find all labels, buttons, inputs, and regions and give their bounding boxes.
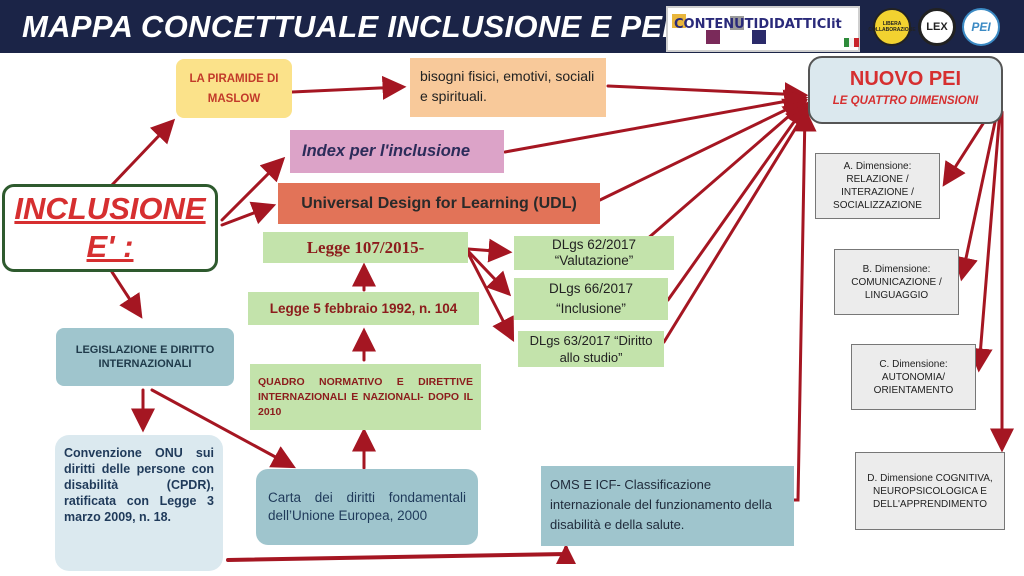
- convenzione-onu-box: Convenzione ONU sui diritti delle person…: [55, 435, 223, 571]
- legge-104-box: Legge 5 febbraio 1992, n. 104: [248, 292, 479, 325]
- legislazione-box: LEGISLAZIONE E DIRITTO INTERNAZIONALI: [56, 328, 234, 386]
- logo-square-purple: [706, 30, 720, 44]
- arrow-legge107-dlgs66: [466, 249, 512, 297]
- arrow-oms-pei: [784, 107, 817, 502]
- carta-diritti-box: Carta dei diritti fondamentali dell’Unio…: [256, 469, 478, 545]
- dlgs-63-box: DLgs 63/2017 “Diritto allo studio”: [518, 331, 664, 367]
- contenuti-didattici-logo: CONTENUTIDIDATTICIit: [666, 6, 860, 52]
- pei-subtitle: LE QUATTRO DIMENSIONI: [832, 95, 979, 107]
- logo-text: CONTENUTIDIDATTICIit: [674, 17, 842, 32]
- arrow-inclusione-legislazione: [110, 270, 143, 319]
- bisogni-box: bisogni fisici, emotivi, sociali e spiri…: [410, 58, 606, 117]
- arrow-pei-dimB: [954, 106, 1000, 282]
- arrow-legge107-dlgs62: [466, 238, 513, 263]
- dimension-d-box: D. Dimensione COGNITIVA, NEUROPSICOLOGIC…: [855, 452, 1005, 530]
- oms-icf-box: OMS E ICF- Classificazione internazional…: [541, 466, 794, 546]
- dimension-c-box: C. Dimensione: AUTONOMIA/ ORIENTAMENTO: [851, 344, 976, 410]
- dlgs-66-box: DLgs 66/2017 “Inclusione”: [514, 278, 668, 320]
- libera-collaborazione-badge: LIBERA COLLABORAZIONE: [868, 8, 916, 46]
- quadro-normativo-box: QUADRO NORMATIVO E DIRETTIVE INTERNAZION…: [250, 364, 481, 430]
- arrow-inclusione-udl: [220, 201, 277, 227]
- logo-square-navy: [752, 30, 766, 44]
- arrow-pei-dimC: [968, 108, 1002, 373]
- arrow-dlgs62-pei: [644, 100, 808, 242]
- inclusione-box: INCLUSIONE E' :: [2, 184, 218, 272]
- arrow-dlgs63-pei: [662, 104, 811, 344]
- dimension-b-box: B. Dimensione: COMUNICAZIONE / LINGUAGGI…: [834, 249, 959, 315]
- pei-title: NUOVO PEI: [849, 68, 962, 90]
- lex-badge: LEX: [918, 8, 956, 46]
- arrow-index-pei: [503, 89, 809, 154]
- flag-green: [844, 38, 849, 47]
- dimension-a-box: A. Dimensione: RELAZIONE / INTERAZIONE /…: [815, 153, 940, 219]
- index-inclusione-box: Index per l'inclusione: [290, 130, 504, 173]
- arrow-udl-pei: [598, 98, 809, 202]
- legge-107-box: Legge 107/2015-: [263, 232, 468, 263]
- arrow-inclusione-index: [220, 156, 286, 222]
- pei-badge: PEI: [962, 8, 1000, 46]
- dlgs-62-box: DLgs 62/2017 “Valutazione”: [514, 236, 674, 270]
- arrow-legge107-dlgs63: [466, 251, 515, 342]
- nuovo-pei-box: NUOVO PEI LE QUATTRO DIMENSIONI: [808, 56, 1003, 124]
- flag-red: [854, 38, 859, 47]
- maslow-box: LA PIRAMIDE DI MASLOW: [176, 59, 292, 118]
- udl-box: Universal Design for Learning (UDL): [278, 183, 600, 224]
- arrow-convenzione-oms: [226, 544, 576, 564]
- logo-square-yellow: [672, 14, 686, 28]
- logo-square-grey: [730, 16, 744, 30]
- arrow-maslow-bisogni: [290, 75, 407, 100]
- arrow-dlgs66-pei: [666, 101, 809, 302]
- arrow-inclusione-maslow: [110, 118, 176, 187]
- arrow-bisogni-pei: [606, 82, 809, 107]
- arrow-legislazione-carta: [150, 388, 296, 469]
- flag-white: [849, 38, 854, 47]
- page-title: MAPPA CONCETTUALE INCLUSIONE E PEI: [22, 9, 672, 44]
